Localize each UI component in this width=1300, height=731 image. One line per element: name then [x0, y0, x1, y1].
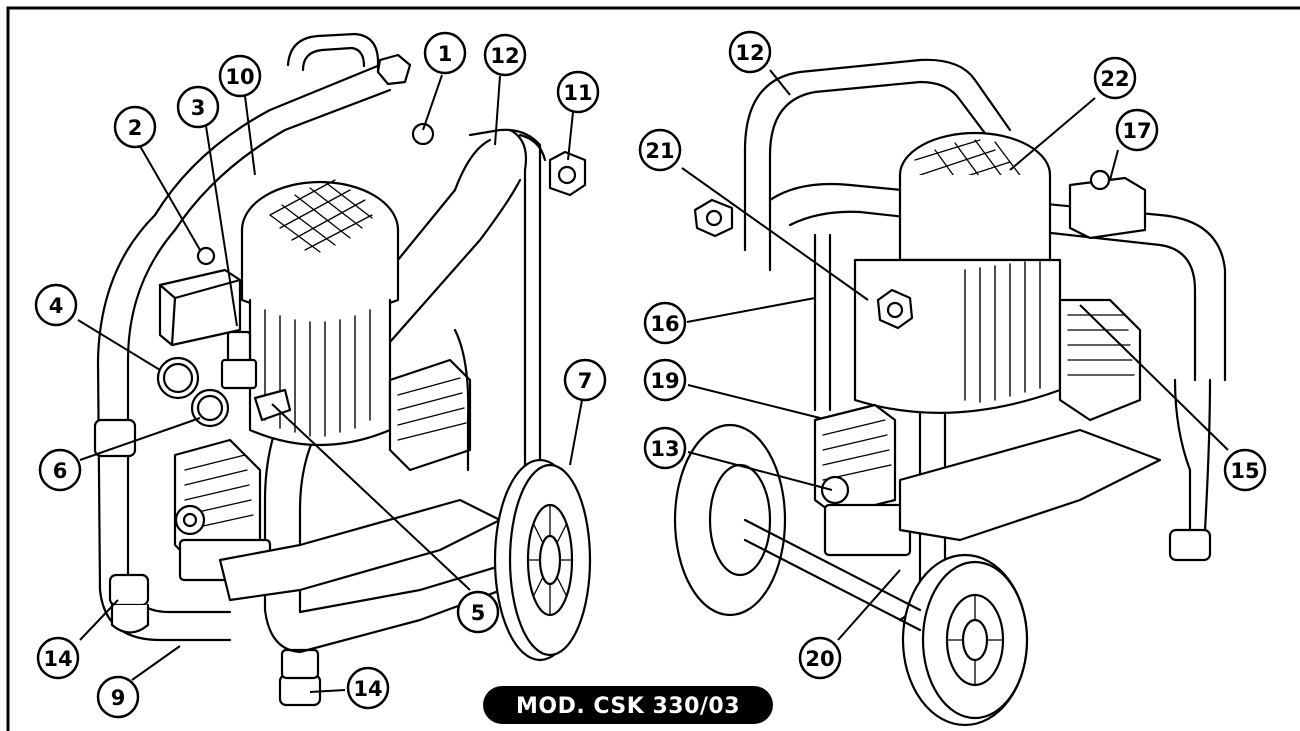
callout-left-2: 2: [113, 105, 157, 149]
callout-label: 5: [471, 601, 486, 625]
callout-label: 12: [735, 41, 764, 65]
callout-left-10: 10: [218, 54, 262, 98]
callout-left-11: 11: [556, 70, 600, 114]
callout-right-20: 20: [798, 636, 842, 680]
callout-right-17: 17: [1115, 108, 1159, 152]
right-machine-drawing: [673, 58, 1227, 727]
callout-left-14a: 14: [36, 636, 80, 680]
left-leader-lines: [77, 74, 583, 693]
callout-label: 12: [490, 44, 519, 68]
callout-label: 2: [128, 116, 143, 140]
callout-left-1: 1: [423, 31, 467, 75]
callout-label: 7: [578, 369, 593, 393]
callout-label: 14: [353, 677, 382, 701]
callout-right-21: 21: [638, 128, 682, 172]
callout-left-6: 6: [38, 448, 82, 492]
callout-right-12: 12: [728, 30, 772, 74]
model-label-text: MOD. CSK 330/03: [516, 694, 740, 719]
callout-left-12: 12: [483, 33, 527, 77]
callout-label: 11: [563, 81, 592, 105]
callout-label: 9: [111, 686, 126, 710]
callout-label: 1: [438, 42, 453, 66]
callout-left-14b: 14: [346, 666, 390, 710]
callout-label: 16: [650, 312, 679, 336]
callout-right-19: 19: [643, 358, 687, 402]
callout-label: 22: [1100, 67, 1129, 91]
callout-label: 15: [1230, 459, 1259, 483]
callout-label: 17: [1122, 119, 1151, 143]
callout-right-22: 22: [1093, 56, 1137, 100]
callout-label: 6: [53, 459, 68, 483]
callout-left-4: 4: [34, 283, 78, 327]
callout-label: 3: [191, 96, 206, 120]
callout-label: 19: [650, 369, 679, 393]
callout-label: 13: [650, 437, 679, 461]
callout-label: 21: [645, 139, 674, 163]
callout-left-9: 9: [96, 675, 140, 719]
left-machine-drawing: [93, 32, 592, 707]
callout-left-3: 3: [176, 85, 220, 129]
callout-right-16: 16: [643, 301, 687, 345]
callouts: 1 12 11 10 3 2 4 6 5 7 14 9 14 12 22 17 …: [34, 30, 1267, 719]
callout-label: 20: [805, 647, 834, 671]
callout-label: 10: [225, 65, 254, 89]
callout-right-13: 13: [643, 426, 687, 470]
page-border: [6, 6, 1300, 731]
callout-left-5: 5: [456, 590, 500, 634]
callout-label: 4: [49, 294, 64, 318]
callout-right-15: 15: [1223, 448, 1267, 492]
callout-left-7: 7: [563, 358, 607, 402]
right-leader-lines: [681, 69, 1229, 641]
model-label-pill: MOD. CSK 330/03: [483, 686, 773, 724]
callout-label: 14: [43, 647, 72, 671]
